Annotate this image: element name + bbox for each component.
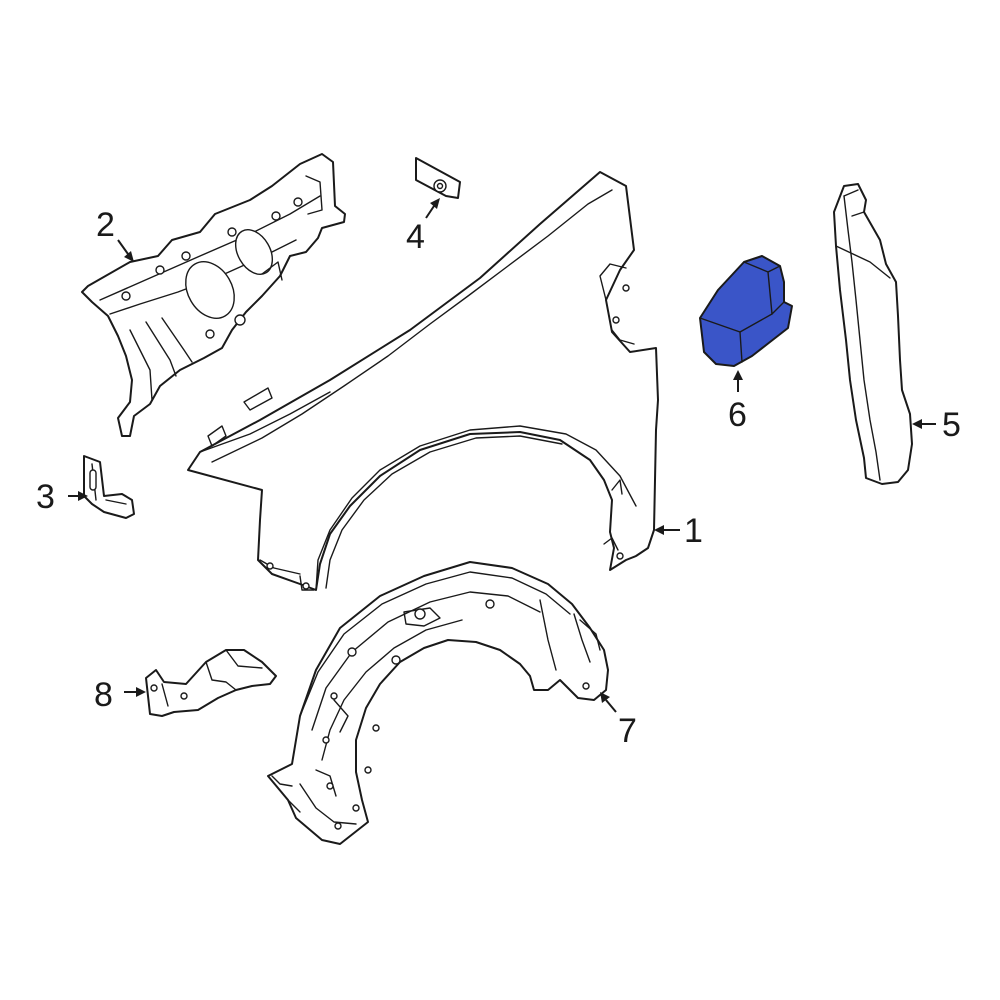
- callouts: 1 2 3 4 5 6 7 8: [36, 206, 961, 750]
- callout-6: 6: [728, 396, 747, 434]
- callout-5: 5: [942, 406, 961, 444]
- part-1-fender[interactable]: [187, 171, 659, 591]
- callout-4: 4: [406, 218, 425, 256]
- arrow-4: [430, 198, 440, 209]
- part-5-seal[interactable]: [833, 183, 913, 485]
- leader-7: [605, 699, 617, 713]
- callout-2: 2: [96, 206, 115, 244]
- callout-1: 1: [684, 512, 703, 550]
- leader-4: [425, 205, 435, 219]
- callout-3: 3: [36, 478, 55, 516]
- arrow-8: [136, 687, 146, 697]
- arrow-1: [654, 525, 664, 535]
- arrow-7: [600, 692, 610, 703]
- callout-7: 7: [618, 712, 637, 750]
- arrow-3: [78, 491, 88, 501]
- part-6-insulator[interactable]: [699, 255, 793, 367]
- callout-8: 8: [94, 676, 113, 714]
- part-2-apron-panel[interactable]: [81, 153, 346, 437]
- leader-2: [117, 239, 129, 255]
- arrow-2: [124, 251, 134, 262]
- arrow-5: [912, 419, 922, 429]
- part-7-fender-liner[interactable]: [267, 561, 609, 845]
- arrow-6: [733, 370, 743, 380]
- part-8-bracket[interactable]: [145, 649, 277, 717]
- part-3-bracket[interactable]: [83, 455, 135, 519]
- leaders: [68, 198, 936, 713]
- part-4-clip[interactable]: [415, 157, 461, 199]
